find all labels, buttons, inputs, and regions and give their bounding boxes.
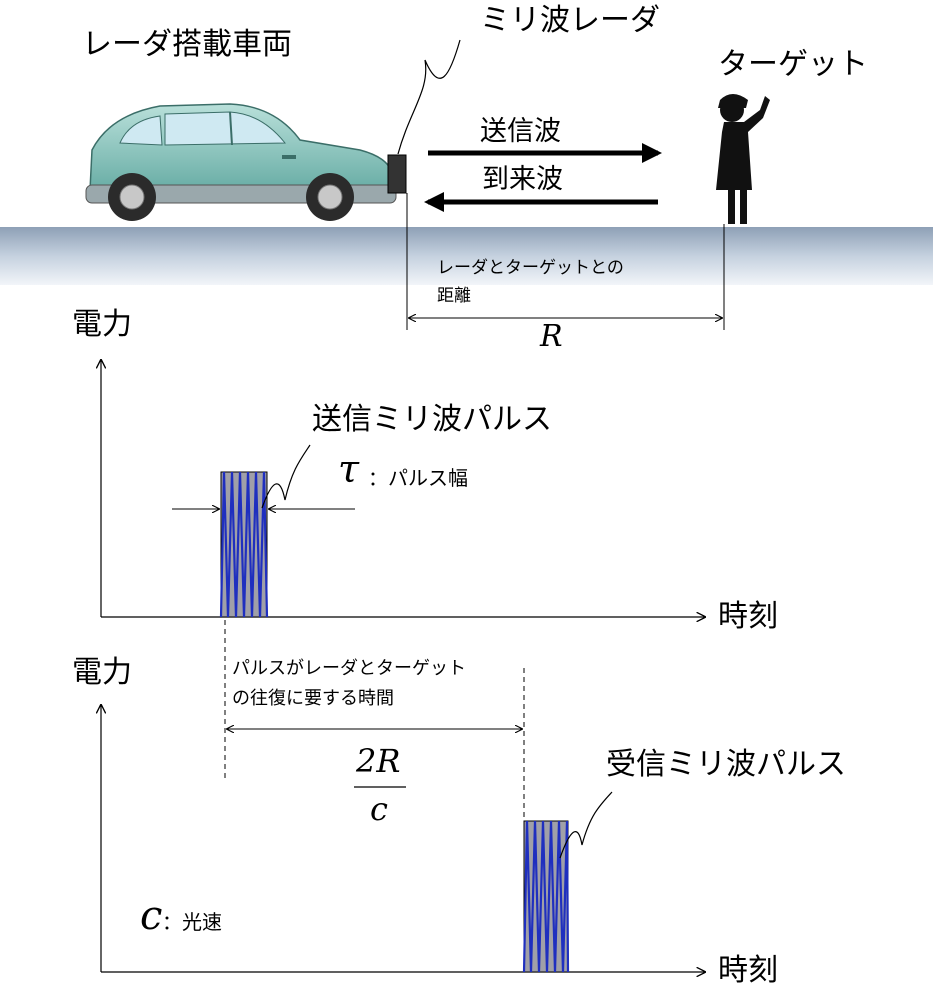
radar-unit [387,154,407,194]
c-symbol: c [140,893,163,939]
tx-y-axis-label: 電力 [72,307,132,342]
distance-label-line2: 距離 [437,286,471,306]
speed-of-light-label: ：光速 [162,910,222,934]
delay-denominator: c [370,790,388,828]
tx-x-axis-label: 時刻 [718,599,778,634]
radar-callout-line [397,39,461,155]
tx-pulse-label: 送信ミリ波パルス [312,402,552,437]
pulse-width-label: ：パルス幅 [368,466,468,490]
tx-wave-label: 送信波 [480,116,561,147]
distance-label-line1: レーダとターゲットとの [437,258,624,278]
rx-pulse-label: 受信ミリ波パルス [606,747,846,782]
delay-label-line2: の往復に要する時間 [232,688,394,709]
rx-x-axis-label: 時刻 [718,953,778,988]
target-silhouette [716,94,770,224]
vehicle-label: レーダ搭載車両 [82,27,292,62]
rx-pulse-callout-line [559,791,613,859]
tx-pulse-callout-line [261,444,311,509]
delay-label-line1: パルスがレーダとターゲット [232,658,466,679]
rx-pulse [522,820,570,973]
rx-y-axis-label: 電力 [72,655,132,690]
car-illustration [85,103,397,221]
distance-symbol: R [540,319,563,354]
radar-label: ミリ波レーダ [480,3,660,38]
rx-wave-label: 到来波 [482,164,563,195]
road [0,227,933,285]
tau-symbol: τ [338,447,360,491]
target-label: ターゲット [718,47,868,82]
tx-pulse [219,471,269,618]
delay-numerator: 2R [356,742,401,780]
